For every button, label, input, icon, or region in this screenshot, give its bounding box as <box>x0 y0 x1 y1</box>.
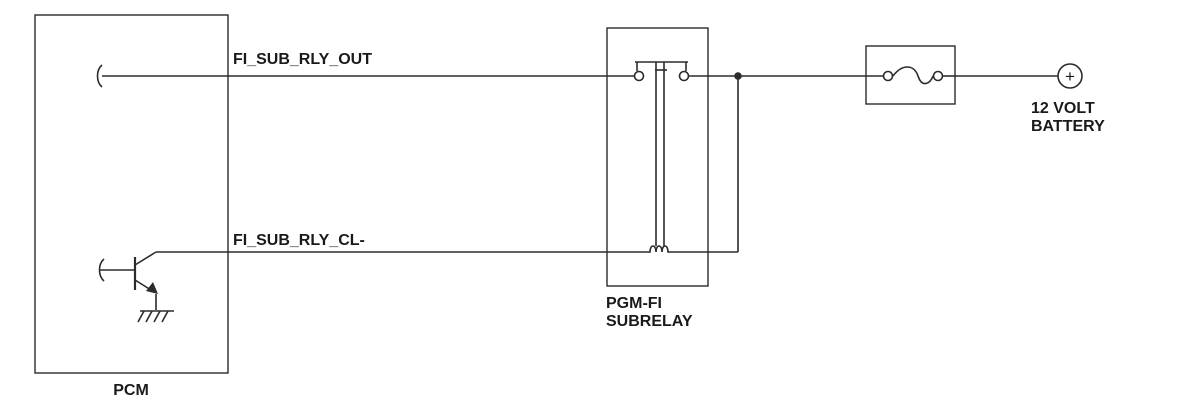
ground-icon <box>137 310 174 323</box>
pcm-output-pin-icon <box>96 64 103 88</box>
battery-label-line2: BATTERY <box>1031 118 1105 135</box>
subrelay-box <box>606 27 709 287</box>
pcm-label: PCM <box>113 382 149 399</box>
battery-plus-symbol: + <box>1065 67 1075 86</box>
battery-label-line1: 12 VOLT <box>1031 100 1095 117</box>
wire-label-fi-sub-rly-out: FI_SUB_RLY_OUT <box>233 51 372 68</box>
pcm-control-pin-icon <box>98 258 105 282</box>
battery-terminal-icon <box>1057 63 1083 89</box>
fuse-icon <box>892 66 934 85</box>
pgm-fi-subrelay: PGM-FI SUBRELAY <box>606 27 709 330</box>
subrelay-label-line1: PGM-FI <box>606 295 662 312</box>
wire-label-fi-sub-rly-cl: FI_SUB_RLY_CL- <box>233 232 365 249</box>
pcm-box <box>34 14 229 374</box>
fuse <box>865 45 956 105</box>
subrelay-label-line2: SUBRELAY <box>606 313 693 330</box>
transistor-icon <box>98 251 158 310</box>
relay-switch-icon <box>633 61 690 82</box>
relay-coil-icon <box>644 245 674 253</box>
fuse-box <box>865 45 956 105</box>
pcm-module: PCM <box>34 14 229 399</box>
battery: + 12 VOLT BATTERY <box>1031 63 1105 135</box>
emitter-arrow-icon <box>146 282 158 294</box>
